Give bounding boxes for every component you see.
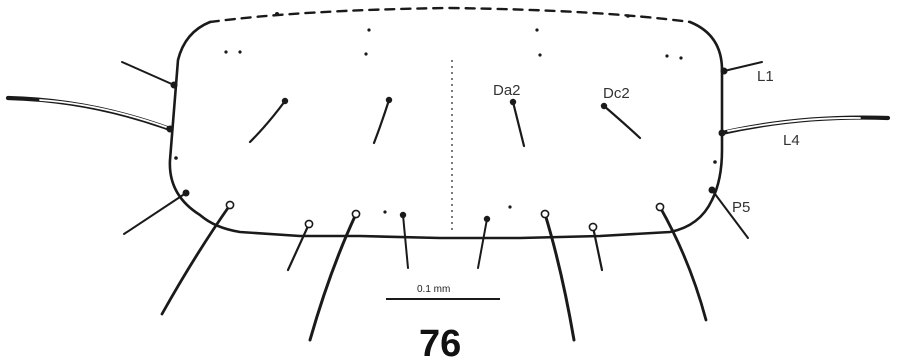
label-da2: Da2 [493, 82, 521, 99]
anterior-margin-dashed [208, 6, 692, 24]
seta-da2 [511, 100, 526, 148]
label-l1: L1 [757, 68, 774, 85]
seta-dc2 [602, 104, 642, 140]
pores [174, 12, 717, 214]
setae-posterior [160, 200, 708, 342]
tergite-outline [168, 20, 724, 240]
label-p5: P5 [732, 199, 750, 216]
setae-lateral-left [5, 61, 190, 235]
seta-p5 [711, 189, 749, 239]
figure-number: 76 [419, 323, 461, 364]
label-dc2: Dc2 [603, 85, 630, 102]
setae-dorsal [248, 96, 642, 148]
seta-l1 [723, 61, 763, 72]
scale-bar-label: 0.1 mm [417, 284, 450, 295]
label-l4: L4 [783, 132, 800, 149]
setae-lateral-right [708, 61, 891, 239]
